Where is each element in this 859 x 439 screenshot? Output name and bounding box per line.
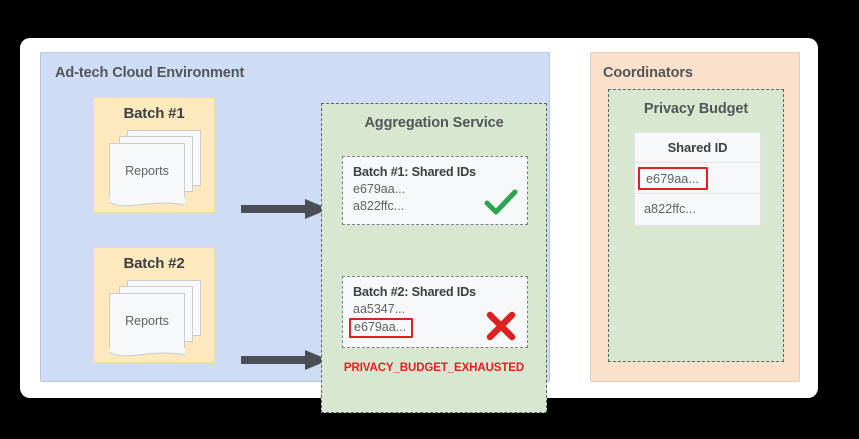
shared-id-value-flagged: e679aa... — [638, 167, 708, 190]
batch-2-shared-id-2-flagged: e679aa... — [349, 318, 414, 338]
batch-1-label: Batch #1 — [123, 105, 185, 122]
privacy-budget-exhausted-error: PRIVACY_BUDGET_EXHAUSTED — [343, 362, 525, 374]
batch-2-label: Batch #2 — [123, 255, 185, 272]
check-mark-icon — [484, 189, 518, 215]
coordinators-panel-title: Coordinators — [603, 65, 693, 81]
privacy-budget-zone: Privacy Budget Shared ID e679aa... a822f… — [608, 89, 784, 362]
batch-2-card: Batch #2 Reports — [93, 247, 215, 363]
batch-2-reports-stack: Reports — [107, 280, 207, 357]
report-doc-front-icon: Reports — [108, 143, 186, 207]
shared-id-table: Shared ID e679aa... a822ffc... — [634, 132, 761, 226]
report-doc-front-icon: Reports — [108, 293, 186, 357]
coordinators-panel: Coordinators Privacy Budget Shared ID e6… — [590, 52, 800, 382]
batch-1-shared-id-2: a822ffc... — [353, 199, 405, 213]
report-doc-wave-edge-icon — [108, 198, 186, 207]
batch-1-reports-stack: Reports — [107, 130, 207, 207]
arrow-right-icon-batch1 — [241, 199, 329, 219]
batch-1-reports-label: Reports — [125, 164, 169, 178]
batch-1-shared-ids-box: Batch #1: Shared IDs e679aa... a822ffc..… — [342, 156, 528, 225]
arrow-right-icon-batch2 — [241, 350, 329, 370]
batch-2-reports-label: Reports — [125, 314, 169, 328]
batch-2-shared-id-1: aa5347... — [353, 302, 406, 316]
batch-2-shared-ids-box: Batch #2: Shared IDs aa5347... e679aa... — [342, 276, 528, 348]
adtech-panel-title: Ad-tech Cloud Environment — [55, 65, 245, 81]
report-doc-wave-edge-icon — [108, 348, 186, 357]
table-row: e679aa... — [635, 163, 760, 194]
batch-2-shared-ids-title: Batch #2: Shared IDs — [353, 285, 476, 299]
shared-id-table-header: Shared ID — [635, 133, 760, 163]
diagram-canvas: Ad-tech Cloud Environment Batch #1 Repor… — [20, 38, 818, 413]
table-row: a822ffc... — [644, 202, 696, 216]
adtech-cloud-environment-panel: Ad-tech Cloud Environment Batch #1 Repor… — [40, 52, 550, 413]
cross-mark-icon — [486, 311, 516, 341]
batch-1-shared-ids-title: Batch #1: Shared IDs — [353, 165, 476, 179]
batch-1-card: Batch #1 Reports — [93, 97, 215, 213]
aggregation-service-title: Aggregation Service — [364, 115, 504, 131]
aggregation-service-zone: Aggregation Service Batch #1: Shared IDs… — [321, 103, 547, 413]
batch-1-shared-id-1: e679aa... — [353, 182, 406, 196]
privacy-budget-title: Privacy Budget — [643, 101, 749, 117]
